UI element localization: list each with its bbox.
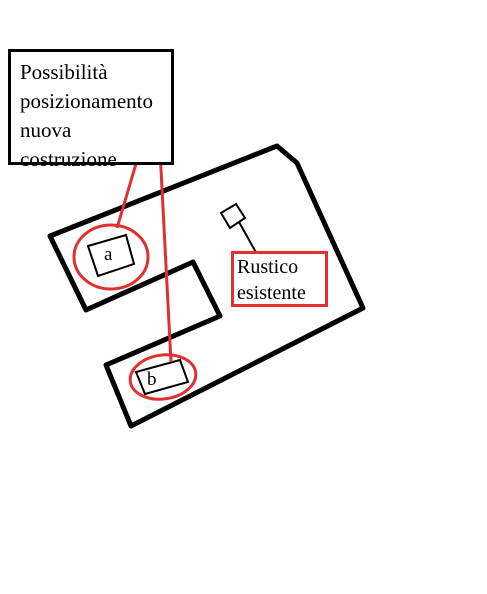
footprint-b [134, 358, 190, 396]
existing-building-square [219, 202, 247, 230]
callout-new-building-line-2: posizionamento [20, 89, 153, 113]
lot-label-a: a [104, 244, 113, 265]
footprint-a [86, 233, 136, 278]
existing-building-leader [238, 221, 259, 257]
callout-existing-building: Rustico esistente [231, 251, 328, 307]
highlight-circle-a [72, 223, 150, 291]
callout-new-building: Possibilità posizionamento nuova costruz… [8, 49, 174, 171]
callout-new-building-line-3: nuova [20, 118, 72, 142]
leader-line-b [158, 149, 173, 363]
highlight-circle-b [128, 353, 198, 401]
callout-new-building-line-1: Possibilità [20, 60, 108, 84]
lot-label-b: b [147, 369, 157, 390]
callout-existing-line-2: esistente [237, 282, 306, 304]
callout-new-building-line-4: costruzione [20, 147, 117, 171]
callout-existing-line-1: Rustico [237, 256, 299, 278]
land-parcel-outline [47, 143, 366, 429]
